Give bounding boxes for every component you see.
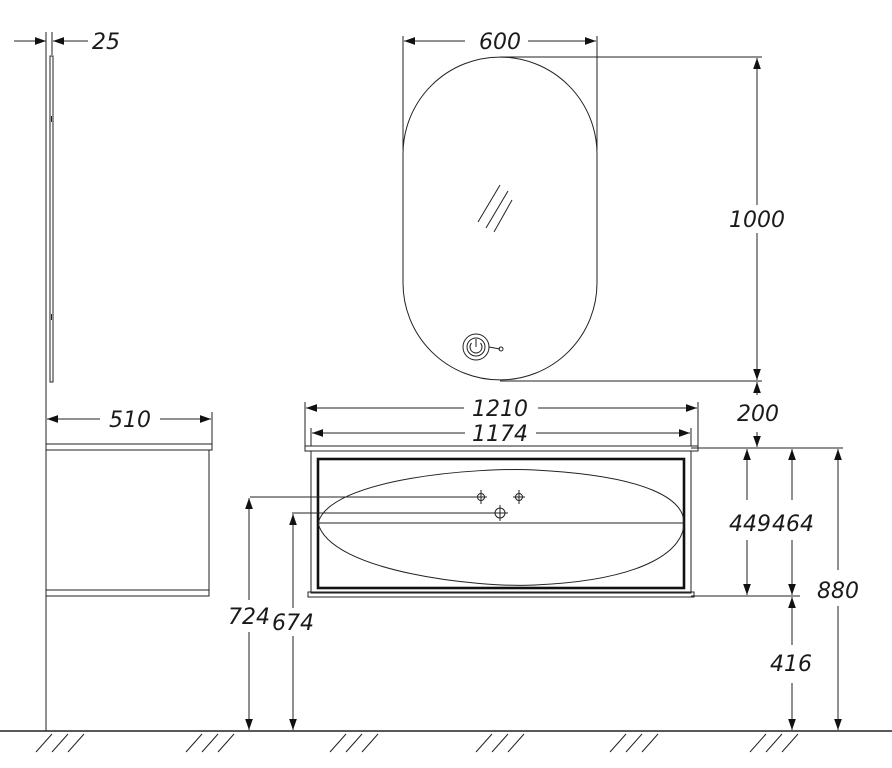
dim-total-height: 880 xyxy=(817,449,859,730)
dim-inner-height: 449 xyxy=(729,449,771,595)
dim-drain-height: 674 xyxy=(272,514,314,730)
height-extension-lines xyxy=(250,447,843,597)
dim-cabinet-height: 464 xyxy=(772,449,814,595)
dim-mirror-height: 1000 xyxy=(500,56,785,382)
side-view: 25 510 xyxy=(14,30,213,731)
side-cabinet-bottom xyxy=(45,589,210,597)
cabinet-frame xyxy=(310,450,692,594)
drain-icon xyxy=(492,505,508,521)
basin-outline xyxy=(317,469,685,586)
dim-gap-mirror-to-top: 200 xyxy=(737,382,779,447)
side-mirror-profile xyxy=(49,55,54,383)
mirror-width-label: 600 xyxy=(479,30,521,55)
gap-mirror-to-top-label: 200 xyxy=(737,402,779,427)
inner-height-label: 449 xyxy=(729,512,771,537)
top-width-label: 1210 xyxy=(472,397,528,422)
mirror-height-label: 1000 xyxy=(729,208,785,233)
total-height-label: 880 xyxy=(817,579,859,604)
side-cabinet-body xyxy=(45,449,210,591)
cabinet-base xyxy=(307,591,695,598)
side-countertop xyxy=(45,443,213,451)
cabinet-depth-label: 510 xyxy=(109,408,151,433)
tap-height-label: 724 xyxy=(228,605,270,630)
dim-top-width: 1210 xyxy=(304,397,699,446)
vanity-cabinet: 1210 1174 449 464 416 xyxy=(228,397,859,730)
dim-floor-to-cabinet: 416 xyxy=(770,597,812,730)
mirror-depth-label: 25 xyxy=(92,30,120,55)
dim-mirror-depth: 25 xyxy=(14,30,120,55)
mirror: 600 1000 200 xyxy=(402,30,785,447)
dim-cabinet-width: 1174 xyxy=(310,422,692,447)
tap-hole-icon xyxy=(513,490,525,504)
dim-mirror-width: 600 xyxy=(402,30,598,150)
floor-line xyxy=(0,730,892,753)
dim-cabinet-depth: 510 xyxy=(47,408,213,444)
floor-to-cabinet-label: 416 xyxy=(770,652,812,677)
floor-hatching xyxy=(35,733,799,753)
tap-hole-icon xyxy=(475,490,487,504)
dim-tap-height: 724 xyxy=(228,498,270,730)
cabinet-width-label: 1174 xyxy=(472,422,528,447)
cabinet-height-label: 464 xyxy=(772,512,814,537)
mirror-glass-hatch xyxy=(477,184,513,233)
power-switch-icon[interactable] xyxy=(462,333,504,361)
drain-height-label: 674 xyxy=(272,611,314,636)
mirror-outline xyxy=(402,56,598,381)
